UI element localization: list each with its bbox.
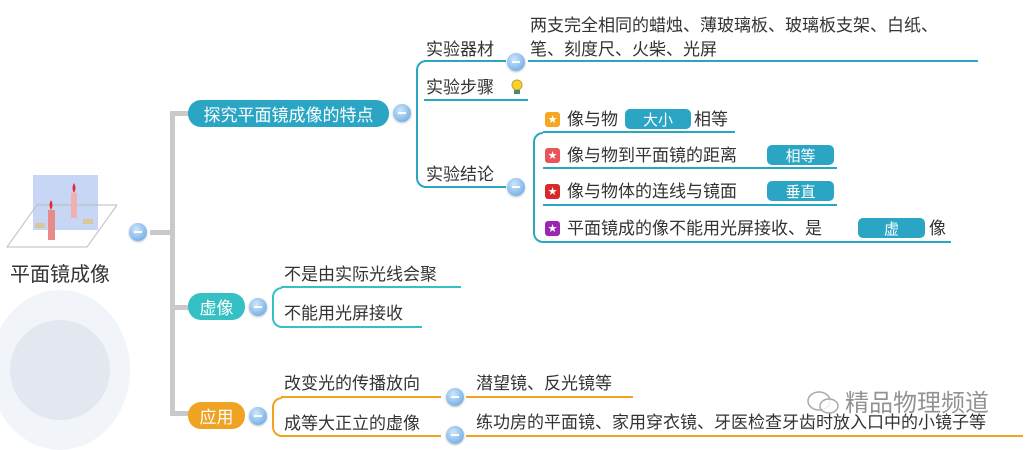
- conclusion-1-chip: 大小: [625, 109, 691, 129]
- star-icon: ★: [545, 148, 560, 163]
- root-collapse-button[interactable]: [129, 223, 147, 241]
- conclusion-1-post: 相等: [694, 110, 728, 130]
- star-icon: ★: [545, 221, 560, 236]
- apply-item-1-detail-underline: [466, 396, 633, 398]
- conclusion-2-pre: 像与物到平面镜的距离: [567, 146, 737, 166]
- explore-collapse-button[interactable]: [393, 104, 411, 122]
- apply-collapse-button[interactable]: [249, 407, 267, 425]
- node-materials[interactable]: 实验器材: [426, 40, 494, 60]
- virtual-item-1-underline: [281, 286, 461, 288]
- materials-detail-underline: [528, 60, 978, 62]
- apply-item-1-detail: 潜望镜、反光镜等: [476, 374, 612, 394]
- explore-bracket: [416, 60, 426, 188]
- conclusion-1-underline: [543, 131, 735, 133]
- trunk-stub: [150, 230, 172, 235]
- virtual-item-2: 不能用光屏接收: [284, 304, 403, 324]
- conclusion-2-underline: [543, 167, 837, 169]
- apply-bracket: [272, 397, 282, 437]
- conclusion-4-underline: [543, 241, 951, 243]
- virtual-item-1: 不是由实际光线会聚: [284, 265, 437, 285]
- apply-item-2-detail: 练功房的平面镜、家用穿衣镜、牙医检查牙齿时放入口中的小镜子等: [476, 413, 986, 433]
- watermark-text: 精品物理频道: [845, 389, 989, 417]
- mascot-face: [10, 320, 110, 420]
- virtual-bracket: [272, 287, 282, 328]
- lightbulb-icon: [509, 78, 525, 96]
- trunk-vertical: [170, 111, 175, 416]
- materials-line-1: 两支完全相同的蜡烛、薄玻璃板、玻璃板支架、白纸、: [530, 16, 938, 36]
- conclusion-3-chip: 垂直: [767, 181, 834, 201]
- materials-collapse-button[interactable]: [507, 53, 525, 71]
- apply-item-1-collapse-button[interactable]: [446, 388, 464, 406]
- apply-item-2-collapse-button[interactable]: [446, 426, 464, 444]
- star-icon: ★: [545, 112, 560, 127]
- wechat-icon: [806, 390, 840, 416]
- trunk-branch-1: [170, 111, 190, 116]
- star-icon: ★: [545, 184, 560, 199]
- materials-underline: [424, 60, 506, 62]
- conclusion-2-chip: 相等: [767, 145, 834, 165]
- node-steps[interactable]: 实验步骤: [426, 78, 494, 98]
- trunk-branch-3: [170, 411, 190, 416]
- conclusion-1-pre: 像与物: [567, 110, 618, 130]
- materials-line-2: 笔、刻度尺、火柴、光屏: [530, 40, 717, 60]
- conclusion-3-underline: [543, 204, 837, 206]
- root-image: [5, 175, 118, 250]
- apply-item-2-detail-underline: [466, 435, 1023, 437]
- apply-item-2-underline: [281, 435, 441, 437]
- apply-item-2: 成等大正立的虚像: [284, 414, 420, 434]
- virtual-collapse-button[interactable]: [249, 298, 267, 316]
- conclusion-4-pre: 平面镜成的像不能用光屏接收、是: [567, 219, 822, 239]
- virtual-item-2-underline: [281, 326, 422, 328]
- steps-underline: [424, 99, 528, 101]
- conclusions-underline: [424, 186, 506, 188]
- node-apply[interactable]: 应用: [188, 402, 245, 429]
- trunk-branch-2: [170, 305, 190, 310]
- node-virtual[interactable]: 虚像: [188, 293, 245, 320]
- conclusions-collapse-button[interactable]: [507, 178, 525, 196]
- conclusion-4-chip: 虚: [858, 218, 925, 238]
- conclusion-4-post: 像: [929, 219, 946, 239]
- conclusions-bracket: [533, 132, 543, 243]
- root-label: 平面镜成像: [10, 262, 110, 286]
- apply-item-1: 改变光的传播放向: [284, 374, 420, 394]
- node-conclusions[interactable]: 实验结论: [426, 165, 494, 185]
- conclusion-3-pre: 像与物体的连线与镜面: [567, 182, 737, 202]
- node-explore[interactable]: 探究平面镜成像的特点: [188, 100, 389, 127]
- apply-item-1-underline: [281, 396, 441, 398]
